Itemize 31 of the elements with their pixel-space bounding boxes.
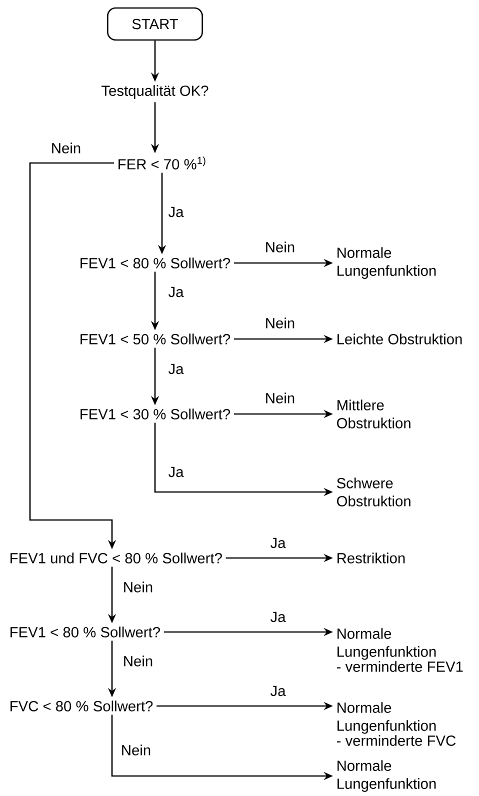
edge-label: Ja: [268, 684, 288, 698]
edge-label: Ja: [166, 362, 186, 376]
question-text: FEV1 < 80 % Sollwert?: [80, 258, 230, 268]
start-box: START: [107, 7, 203, 41]
question-text: FEV1 < 30 % Sollwert?: [80, 408, 230, 420]
edge-label: Nein: [264, 391, 296, 405]
result-text: Normale Lungenfunktion: [338, 247, 436, 279]
question-text: FEV1 < 80 % Sollwert?: [10, 626, 160, 638]
edge-label: Ja: [166, 206, 186, 218]
question-text: FVC < 80 % Sollwert?: [10, 700, 153, 712]
result-text: Normale Lungenfunktion: [338, 760, 436, 792]
question-text: FEV1 < 50 % Sollwert?: [80, 334, 230, 344]
edge-label: Ja: [268, 610, 288, 624]
result-text: Restriktion: [338, 552, 405, 564]
question-text: FEV1 und FVC < 80 % Sollwert?: [10, 552, 222, 564]
edge-label: Nein: [120, 743, 152, 757]
edge-label: Nein: [50, 141, 82, 155]
edge-label: Nein: [264, 316, 296, 330]
edge-label: Ja: [166, 286, 186, 298]
edge-label: Nein: [122, 580, 154, 594]
result-text: Normale Lungenfunktion - verminderte FVC: [336, 702, 456, 746]
edge-label: Nein: [264, 240, 296, 254]
edge-label: Nein: [122, 654, 154, 668]
result-text: Schwere Obstruktion: [337, 478, 410, 506]
question-text: Testqualität OK?: [102, 85, 208, 99]
edge-label: Ja: [166, 466, 186, 478]
edge-label: Ja: [268, 536, 288, 550]
result-text: Mittlere Obstruktion: [337, 400, 410, 428]
result-text: Normale Lungenfunktion - verminderte FEV1: [336, 628, 463, 672]
result-text: Leichte Obstruktion: [338, 334, 462, 344]
question-text: FER < 70 %$^{1)}$: [118, 156, 206, 170]
